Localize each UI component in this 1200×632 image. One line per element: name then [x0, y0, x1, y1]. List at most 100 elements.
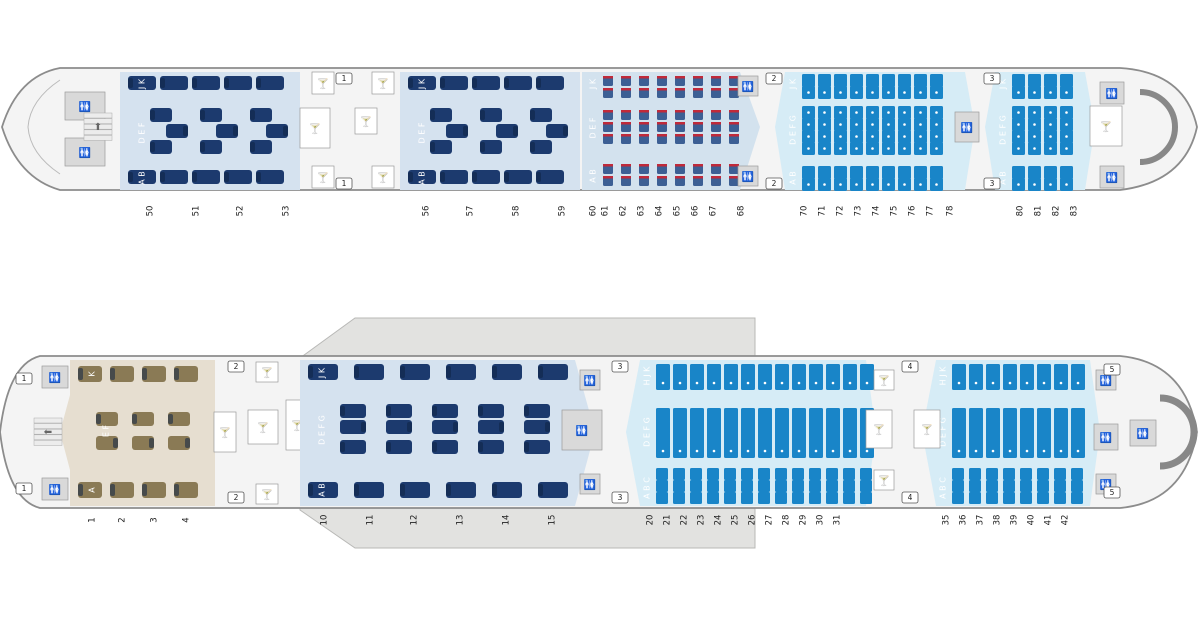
seat-cushion [809, 492, 821, 504]
lavatory: 🚻 [737, 165, 759, 187]
seat-dot [855, 183, 858, 186]
seat-dot [695, 381, 699, 385]
premium-seat [504, 170, 532, 184]
row-number: 2 [118, 517, 128, 522]
seat-cushion [724, 480, 736, 492]
row-number: 80 [1016, 206, 1026, 217]
seat-dot [887, 111, 890, 114]
row-number: 61 [601, 206, 611, 217]
seat-letters: J K [418, 78, 427, 90]
seat-cushion [843, 468, 855, 480]
lavatory: 🚻 [64, 137, 106, 167]
economy-seat [1003, 364, 1017, 378]
seat-dot [1059, 381, 1063, 385]
seat-dot [871, 183, 874, 186]
premium-seat [174, 366, 198, 382]
economy-seat [690, 492, 702, 504]
seat-cushion [843, 364, 857, 378]
galley: 🍸 [247, 409, 279, 445]
economy-seat [1044, 74, 1057, 87]
economy-seat [724, 376, 738, 390]
seat-back [408, 78, 413, 88]
seat-cushion [792, 480, 804, 492]
seat-cushion [1054, 492, 1066, 504]
premium-seat [166, 124, 188, 138]
seat-cushion [986, 420, 1000, 434]
economy-seat [882, 142, 895, 155]
seat-shell [478, 420, 504, 434]
toilet-icon: 🚻 [742, 170, 754, 183]
seat-dot [919, 135, 922, 138]
economy-seat [724, 492, 736, 504]
seat-dot [823, 135, 826, 138]
seat-back [192, 78, 197, 88]
seat-letters: D E F G [643, 417, 652, 447]
seat-back [132, 414, 137, 424]
seat-cushion [952, 468, 964, 480]
seat-cushion [882, 74, 895, 87]
seat-dot [807, 123, 810, 126]
seat-back [386, 442, 391, 452]
economy-seat [802, 106, 815, 119]
seat-accent [657, 88, 667, 91]
premium-seat [308, 364, 338, 380]
seat-accent [693, 76, 703, 79]
seat-cushion [969, 432, 983, 446]
seat-shell [478, 404, 504, 418]
seat-dot [807, 183, 810, 186]
upper-deck: 🚻🚻⬆J KD E FA BJ KD E FA B🍸🍸🍸🍸11🍸🍸J KD E … [1, 67, 1198, 217]
economy-seat [802, 86, 815, 99]
seat-letters: K [88, 371, 97, 377]
premium-seat [492, 482, 522, 498]
seat-cushion [758, 420, 772, 434]
economy-seat [775, 420, 789, 434]
lav-box [41, 365, 69, 389]
premium-seat [430, 108, 452, 122]
seat-shell [530, 140, 552, 154]
seat-cushion [758, 432, 772, 446]
economy-seat [818, 106, 831, 119]
economy-seat [758, 492, 770, 504]
seat-cushion [1071, 480, 1083, 492]
seat-back [308, 484, 313, 496]
seat-back [563, 126, 568, 136]
galley: 🍸 [311, 71, 335, 95]
economy-seat [818, 118, 831, 131]
column-letters: A B [589, 169, 598, 183]
seat-cushion [1020, 420, 1034, 434]
column-letters: D E F G [939, 417, 948, 447]
galley-box [1089, 105, 1123, 147]
toilet-icon: 🚻 [584, 374, 596, 387]
row-number: 56 [422, 206, 432, 217]
seat-shell [504, 170, 532, 184]
premium-seat [250, 140, 272, 154]
seat-letters: J K [999, 78, 1008, 90]
seat-back [78, 484, 83, 496]
seat-cushion [1003, 408, 1017, 422]
seat-cushion [792, 408, 806, 422]
seat-cushion [850, 166, 863, 179]
seat-dot [935, 91, 938, 94]
seat-cushion [656, 408, 670, 422]
economy-seat [952, 364, 966, 378]
drink-icon: 🍸 [257, 421, 269, 434]
economy-seat [850, 74, 863, 87]
seat-shell [432, 404, 458, 418]
seat-cushion [1054, 420, 1068, 434]
seat-cushion [1060, 166, 1073, 179]
premium-seat [400, 482, 430, 498]
seat-shell [472, 170, 500, 184]
lavatory: 🚻 [954, 111, 980, 143]
premium-seat [472, 170, 500, 184]
seat-cushion [826, 468, 838, 480]
lav-box [1099, 81, 1125, 105]
premium-seat [256, 170, 284, 184]
economy-seat [850, 86, 863, 99]
seat-dot [871, 91, 874, 94]
row-number: 22 [680, 515, 690, 526]
premium-seat [524, 440, 550, 454]
economy-seat [843, 492, 855, 504]
stair-step [33, 423, 63, 429]
seat-cushion [707, 432, 721, 446]
seat-letters: A B C [643, 477, 652, 499]
